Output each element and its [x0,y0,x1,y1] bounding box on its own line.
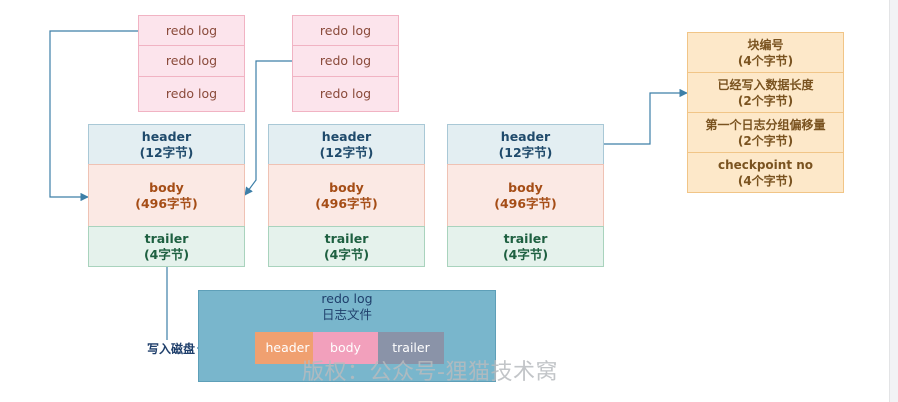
redo-log-cell: redo log [138,76,245,112]
block-body-label: body [149,179,184,195]
block-trailer-label: trailer [144,230,189,246]
block-trailer-size: (4字节) [323,246,370,262]
block-header-size: (12字节) [139,144,194,160]
block-trailer-size: (4字节) [143,246,190,262]
write-to-disk-label: 写入磁盘 [145,340,198,357]
block-header-label: header [141,128,192,144]
block-body: body (496字节) [268,164,425,227]
header-field-name: 已经写入数据长度 [717,77,814,92]
watermark-text: 版权：公众号-狸猫技术窝 [302,360,558,385]
block-trailer-size: (4字节) [502,246,549,262]
block-header-size: (12字节) [319,144,374,160]
block-body-size: (496字节) [315,195,378,211]
header-field-size: (4个字节) [737,173,794,188]
block-trailer: trailer (4字节) [88,226,245,267]
block-trailer: trailer (4字节) [268,226,425,267]
block-header: header (12字节) [88,124,245,165]
block-trailer-label: trailer [503,230,548,246]
header-field: 已经写入数据长度 (2个字节) [687,72,844,113]
file-segment-trailer: trailer [378,332,444,364]
redo-log-cell: redo log [292,45,399,77]
file-segment-header: header [255,332,320,364]
block-header: header (12字节) [447,124,604,165]
header-field-name: checkpoint no [717,157,814,172]
arrow-header-to-fields [604,88,688,145]
header-field-size: (4个字节) [737,53,794,68]
arrow-redo-to-block1-body [244,60,292,196]
scrollbar-track[interactable] [889,0,898,402]
header-field: 块编号 (4个字节) [687,32,844,73]
header-field-name: 第一个日志分组偏移量 [705,117,826,132]
block-header: header (12字节) [268,124,425,165]
header-field-size: (2个字节) [737,93,794,108]
block-body: body (496字节) [447,164,604,227]
redo-log-cell: redo log [138,15,245,46]
redo-log-file-subtitle: 日志文件 [321,307,372,322]
header-field-size: (2个字节) [737,133,794,148]
block-trailer: trailer (4字节) [447,226,604,267]
redo-log-cell: redo log [292,15,399,46]
block-trailer-label: trailer [324,230,369,246]
redo-log-cell: redo log [292,76,399,112]
redo-log-file-title: redo log [321,291,373,306]
block-header-size: (12字节) [498,144,553,160]
block-header-label: header [321,128,372,144]
file-segment-body: body [313,332,378,364]
block-header-label: header [500,128,551,144]
header-field: checkpoint no (4个字节) [687,152,844,193]
redo-log-cell: redo log [138,45,245,77]
block-body: body (496字节) [88,164,245,227]
block-body-size: (496字节) [135,195,198,211]
header-field: 第一个日志分组偏移量 (2个字节) [687,112,844,153]
block-body-size: (496字节) [494,195,557,211]
block-body-label: body [329,179,364,195]
block-body-label: body [508,179,543,195]
arrow-redo-to-block1 [49,30,138,202]
header-field-name: 块编号 [747,37,784,52]
